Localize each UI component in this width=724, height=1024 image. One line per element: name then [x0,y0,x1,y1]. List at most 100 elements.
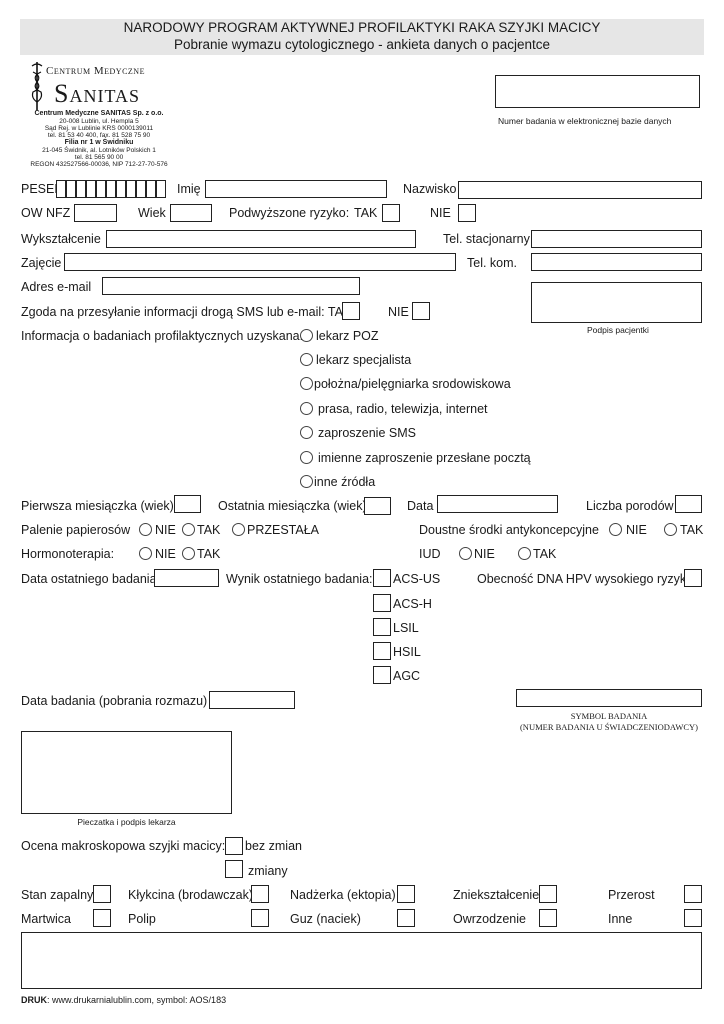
ryzyko-nie-checkbox[interactable] [458,204,476,222]
pesel-digit-4[interactable] [86,180,96,198]
data-badania-field[interactable] [209,691,295,709]
wynik-lsil-checkbox[interactable] [373,618,391,636]
ow-nfz-field[interactable] [74,204,117,222]
martwica-checkbox[interactable] [93,909,111,927]
data-ost-field[interactable] [154,569,219,587]
porodow-field[interactable] [675,495,702,513]
info-radio-poz[interactable] [300,329,313,342]
wynik-hsil-checkbox[interactable] [373,642,391,660]
stan-zapalny-label: Stan zapalny [21,888,94,902]
wiek-label: Wiek [138,206,166,220]
pierwsza-field[interactable] [174,495,201,513]
pesel-digit-1[interactable] [56,180,66,198]
doustne-nie-radio[interactable] [609,523,622,536]
zgoda-nie-checkbox[interactable] [412,302,430,320]
company-regon: REGON 432527566-00036, NIP 712-27-70-576 [30,161,168,168]
nazwisko-field[interactable] [458,181,702,199]
przerost-checkbox[interactable] [684,885,702,903]
iud-tak-radio[interactable] [518,547,531,560]
info-option-specjalista: lekarz specjalista [316,353,412,367]
znieksztalcenie-checkbox[interactable] [539,885,557,903]
ryzyko-nie-label: NIE [430,206,451,220]
doustne-tak-radio[interactable] [664,523,677,536]
info-radio-polozna[interactable] [300,377,313,390]
info-radio-sms[interactable] [300,426,313,439]
pesel-digit-2[interactable] [66,180,76,198]
pesel-digit-5[interactable] [96,180,106,198]
info-radio-poczta[interactable] [300,451,313,464]
zgoda-tak-checkbox[interactable] [342,302,360,320]
imie-label: Imię [177,182,201,196]
ryzyko-label: Podwyższone ryzyko: [229,206,350,220]
symbol-badania-label: SYMBOL BADANIA [570,711,648,721]
wiek-field[interactable] [170,204,212,222]
ocena-bez-zmian-checkbox[interactable] [225,837,243,855]
info-option-media: prasa, radio, telewizja, internet [318,402,488,416]
pesel-digit-11[interactable] [156,180,166,198]
owrzodzenie-checkbox[interactable] [539,909,557,927]
inne-checkbox[interactable] [684,909,702,927]
klykcina-checkbox[interactable] [251,885,269,903]
guz-checkbox[interactable] [397,909,415,927]
doctor-stamp-box[interactable] [21,731,232,814]
branch-phone: tel. 81 565 90 00 [74,154,124,161]
wynik-agc-checkbox[interactable] [373,666,391,684]
nadzerka-label: Nadżerka (ektopia) [290,888,396,902]
info-radio-inne[interactable] [300,475,313,488]
hpv-checkbox[interactable] [684,569,702,587]
symbol-badania-field[interactable] [516,689,702,707]
tel-stac-label: Tel. stacjonarny [443,232,530,246]
pesel-digit-9[interactable] [136,180,146,198]
imie-field[interactable] [205,180,387,198]
patient-signature-box[interactable] [531,282,702,323]
data-field[interactable] [437,495,558,513]
stan-zapalny-checkbox[interactable] [93,885,111,903]
data-badania-label: Data badania (pobrania rozmazu) [21,694,208,708]
exam-number-field[interactable] [495,75,700,108]
pesel-label: PESEL [21,182,62,196]
iud-label: IUD [419,547,441,561]
info-radio-specjalista[interactable] [300,353,313,366]
palenie-nie-radio[interactable] [139,523,152,536]
email-field[interactable] [102,277,360,295]
wynik-acsus-checkbox[interactable] [373,569,391,587]
iud-nie-radio[interactable] [459,547,472,560]
guz-label: Guz (naciek) [290,912,361,926]
branch-name: Filia nr 1 w Świdniku [64,139,134,146]
ostatnia-field[interactable] [364,497,391,515]
polip-checkbox[interactable] [251,909,269,927]
tel-kom-field[interactable] [531,253,702,271]
owrzodzenie-label: Owrzodzenie [453,912,526,926]
wynik-lsil-label: LSIL [393,621,419,635]
tel-stac-field[interactable] [531,230,702,248]
logo-line2: Sanitas [54,79,141,108]
data-label: Data [407,499,434,513]
info-option-poczta: imienne zaproszenie przesłane pocztą [318,451,531,465]
zgoda-label: Zgoda na przesyłanie informacji drogą SM… [21,305,352,319]
ryzyko-tak-checkbox[interactable] [382,204,400,222]
wynik-acsh-checkbox[interactable] [373,594,391,612]
pesel-digit-6[interactable] [106,180,116,198]
palenie-przestala-label: PRZESTAŁA [247,523,320,537]
pesel-digit-8[interactable] [126,180,136,198]
ocena-label: Ocena makroskopowa szyjki macicy: [21,839,226,853]
info-source-label: Informacja o badaniach profilaktycznych … [21,329,304,343]
palenie-przestala-radio[interactable] [232,523,245,536]
ocena-zmiany-checkbox[interactable] [225,860,243,878]
nadzerka-checkbox[interactable] [397,885,415,903]
pesel-digit-3[interactable] [76,180,86,198]
iud-tak-label: TAK [533,547,557,561]
wyksztalcenie-field[interactable] [106,230,416,248]
palenie-tak-label: TAK [197,523,221,537]
pesel-digit-10[interactable] [146,180,156,198]
zajecie-field[interactable] [64,253,456,271]
pesel-digit-7[interactable] [116,180,126,198]
info-option-sms: zaproszenie SMS [318,426,416,440]
hormonoterapia-nie-radio[interactable] [139,547,152,560]
notes-box[interactable] [21,932,702,989]
tel-kom-label: Tel. kom. [467,256,518,270]
palenie-label: Palenie papierosów [21,523,131,537]
hormonoterapia-tak-radio[interactable] [182,547,195,560]
info-radio-media[interactable] [300,402,313,415]
palenie-tak-radio[interactable] [182,523,195,536]
